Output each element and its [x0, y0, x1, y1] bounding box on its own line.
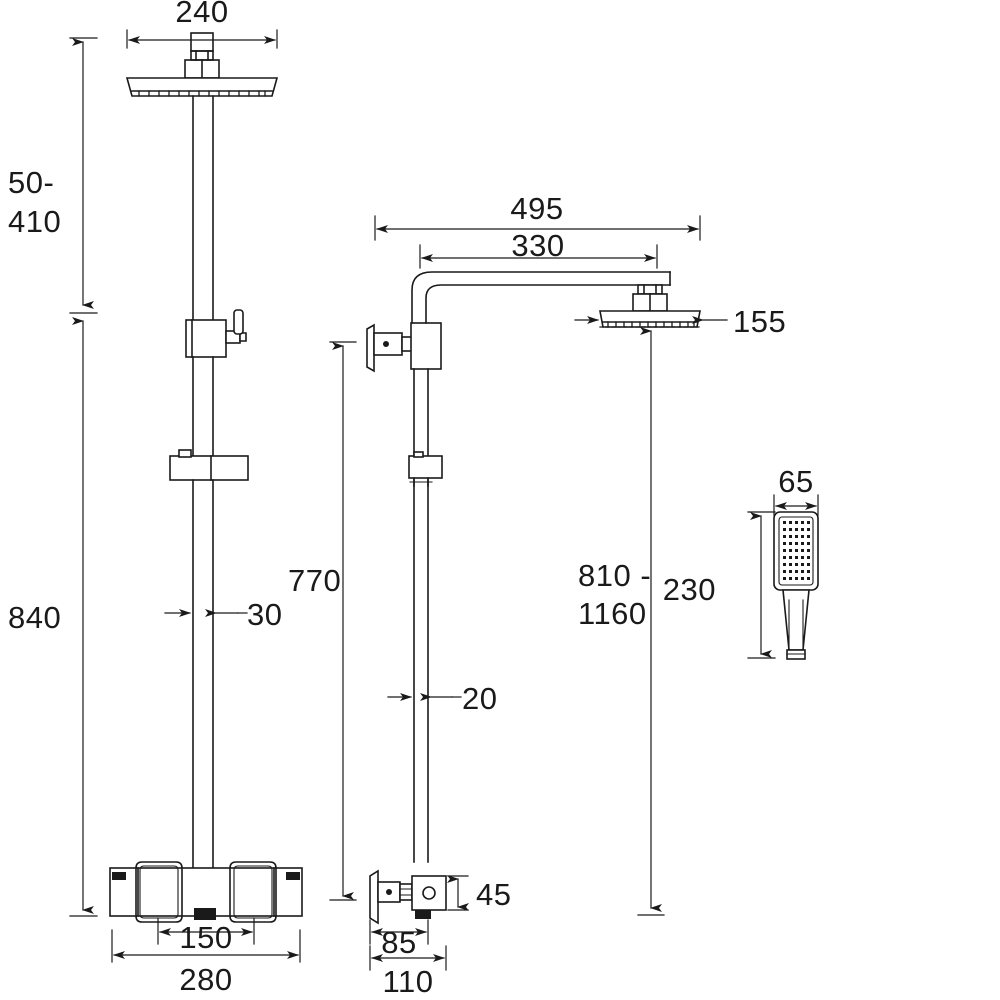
dim-label-155: 155 [733, 304, 786, 339]
dim-label-20: 20 [462, 681, 497, 716]
dim-840 [69, 317, 98, 917]
dimension-labels: 240 50- 410 840 30 150 280 495 330 155 7… [8, 0, 813, 999]
dim-50-410 [69, 37, 98, 314]
dim-240 [126, 29, 278, 49]
side-wall-bracket [366, 323, 413, 373]
side-riser-tube [413, 368, 429, 863]
dim-85 [369, 919, 429, 945]
dim-label-810-1160-line2: 1160 [578, 596, 647, 631]
dim-45 [447, 875, 469, 911]
dim-label-85: 85 [381, 925, 416, 960]
overhead-shower-head-side [599, 310, 701, 328]
front-diverter-body [185, 309, 247, 456]
handset-detail-view [773, 511, 819, 660]
dim-label-495: 495 [510, 191, 563, 226]
side-shower-arm [411, 271, 671, 324]
dim-label-330: 330 [511, 228, 564, 263]
dim-label-840: 840 [8, 600, 61, 635]
side-inlet-valve [369, 869, 447, 925]
dim-495 [374, 215, 701, 241]
dim-label-150: 150 [179, 920, 232, 955]
front-riser-tube [192, 95, 214, 321]
dim-label-230: 230 [663, 572, 716, 607]
dim-280 [111, 929, 301, 963]
side-elevation-view [366, 271, 701, 925]
dim-label-110: 110 [383, 964, 434, 999]
side-arm-junction [410, 322, 442, 370]
dimension-lines [69, 29, 819, 971]
dim-label-45: 45 [476, 877, 511, 912]
dim-330 [419, 244, 658, 269]
dim-770 [329, 341, 357, 901]
side-head-fixing [632, 284, 668, 312]
overhead-shower-head-front [125, 77, 279, 97]
dim-110 [369, 945, 447, 971]
dim-label-65: 65 [778, 464, 813, 499]
dim-label-50-410-line1: 50- [8, 165, 54, 200]
dim-label-770: 770 [288, 563, 341, 598]
dim-label-30: 30 [247, 597, 282, 632]
dim-label-240: 240 [175, 0, 228, 29]
dim-label-50-410-line2: 410 [8, 204, 61, 239]
dim-label-810-1160-line1: 810 - [578, 558, 651, 593]
front-elevation-view [109, 32, 303, 923]
dim-230 [747, 511, 776, 659]
dim-150 [157, 917, 255, 945]
dim-810-1160 [599, 326, 703, 916]
side-handset-bracket [408, 451, 443, 487]
handset-spray-holes [783, 521, 810, 580]
dim-label-280: 280 [179, 962, 232, 997]
front-handset-bracket [169, 449, 249, 869]
front-thermostatic-valve [109, 861, 303, 923]
